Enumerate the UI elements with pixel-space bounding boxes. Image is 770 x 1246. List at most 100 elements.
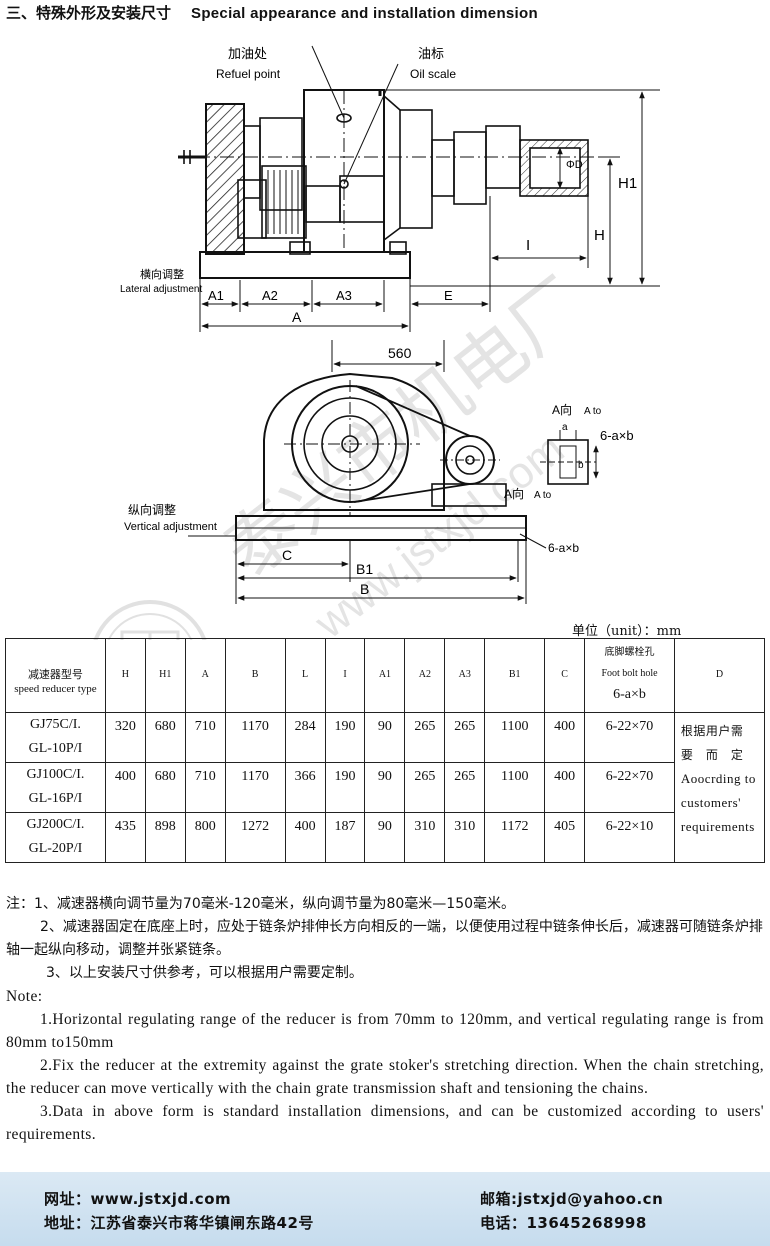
cell-b: 1170	[224, 712, 286, 763]
cell-a2: 265	[404, 712, 446, 763]
cell-type-line1: GJ200C/I.	[26, 817, 85, 832]
col-b1: B1	[484, 638, 546, 713]
note-zh-3: 3、以上安装尺寸供参考，可以根据用户需要定制。	[46, 965, 363, 981]
col-h1: H1	[144, 638, 186, 713]
heading-zh: 三、特殊外形及安装尺寸	[6, 4, 172, 22]
dimension-table: 减速器型号 speed reducer type H H1 A B L I A1…	[5, 638, 766, 863]
cell-bolt: 6-22×70	[584, 712, 675, 763]
watermark-seal-icon	[93, 600, 207, 640]
cell-c: 405	[544, 812, 586, 863]
cell-type-line2: GL-20P/I	[28, 841, 83, 856]
dim-h1: H1	[618, 175, 637, 192]
refuel-label-zh: 加油处	[228, 46, 267, 61]
cell-a2: 310	[404, 812, 446, 863]
col-bolt-en: Foot bolt hole	[601, 667, 658, 679]
cell-a3: 265	[444, 762, 486, 813]
col-type-en: speed reducer type	[14, 682, 97, 695]
cell-l: 284	[284, 712, 326, 763]
cell-h1: 680	[144, 712, 186, 763]
note-en-title: Note:	[6, 988, 43, 1005]
col-type-zh: 减速器型号	[27, 669, 83, 681]
cell-d-en1: Aoocrding to	[680, 771, 756, 786]
col-h: H	[104, 638, 146, 713]
table-row: GJ75C/I.GL-10P/I 320 680 710 1170 284 19…	[5, 712, 766, 863]
cell-i: 190	[324, 762, 366, 813]
col-bolt-zh: 底脚螺栓孔	[604, 647, 655, 659]
dim-b: B	[360, 581, 369, 597]
cell-type-line1: GJ100C/I.	[26, 767, 85, 782]
address-text: 地址：江苏省泰兴市蒋华镇闸东路42号	[44, 1214, 314, 1232]
dim-a1: A1	[208, 288, 224, 303]
heading-en: Special appearance and installation dime…	[191, 5, 538, 22]
email-link[interactable]: 邮箱:jstxjd@yahoo.cn	[480, 1190, 664, 1208]
col-b: B	[224, 638, 286, 713]
cell-a1: 90	[364, 712, 406, 763]
section-heading: 三、特殊外形及安装尺寸 Special appearance and instal…	[6, 2, 538, 23]
refuel-label-en: Refuel point	[216, 67, 281, 81]
cell-type: GJ75C/I. GL-10P/I	[5, 712, 106, 763]
cell-h1: 680	[144, 762, 186, 813]
cell-b: 1272	[224, 812, 286, 863]
cell-type: GJ200C/I. GL-20P/I	[5, 812, 106, 863]
view-a-bottom-en: A to	[534, 490, 552, 501]
cell-bolt: 6-22×10	[584, 812, 675, 863]
cell-type-line2: GL-10P/I	[28, 741, 83, 756]
cell-l: 366	[284, 762, 326, 813]
side-view-drawing	[235, 372, 599, 541]
detail-dim-b: b	[578, 460, 584, 471]
installation-drawing: 泰兴市机电厂 www.jstxjd.com	[93, 45, 660, 640]
dim-c: C	[282, 547, 292, 563]
cell-a: 710	[184, 762, 226, 813]
cell-b: 1170	[224, 762, 286, 813]
phone-text: 电话：13645268998	[480, 1214, 647, 1232]
notes-section: 注：1、减速器横向调节量为70毫米-120毫米，纵向调节量为80毫米—150毫米…	[6, 893, 764, 1146]
cell-a: 800	[184, 812, 226, 863]
side-dimension-lines	[188, 340, 547, 604]
note-en-2: 2.Fix the reducer at the extremity again…	[6, 1057, 764, 1097]
cell-i: 187	[324, 812, 366, 863]
vertical-adjust-label-en: Vertical adjustment	[124, 521, 217, 533]
dim-h: H	[594, 227, 605, 244]
dim-560: 560	[388, 345, 412, 361]
cell-d-en3: requirements	[680, 819, 755, 834]
dim-d: ΦD	[566, 159, 583, 171]
cell-d-en2: customers'	[680, 795, 741, 810]
top-dimension-lines	[199, 89, 660, 332]
view-a-top-en: A to	[584, 406, 602, 417]
cell-l: 400	[284, 812, 326, 863]
cell-b1: 1172	[484, 812, 546, 863]
oil-scale-label-zh: 油标	[418, 46, 444, 61]
col-a2: A2	[404, 638, 446, 713]
table-header-row: 减速器型号 speed reducer type H H1 A B L I A1…	[5, 638, 766, 713]
dim-b1: B1	[356, 561, 373, 577]
cell-d: 根据用户需 要 而 定 Aoocrding to customers' requ…	[673, 712, 766, 863]
view-a-bottom-zh: A向	[504, 486, 524, 501]
oil-scale-label-en: Oil scale	[410, 67, 456, 81]
col-c: C	[544, 638, 586, 713]
note-zh-1: 注：1、减速器横向调节量为70毫米-120毫米，纵向调节量为80毫米—150毫米…	[6, 896, 516, 912]
cell-i: 190	[324, 712, 366, 763]
cell-h1: 898	[144, 812, 186, 863]
cell-type: GJ100C/I. GL-16P/I	[5, 762, 106, 813]
col-a3: A3	[444, 638, 486, 713]
cell-type-line1: GJ75C/I.	[29, 717, 81, 732]
hole-label-bottom: 6-a×b	[548, 541, 579, 555]
cell-bolt: 6-22×70	[584, 762, 675, 813]
cell-type-line2: GL-16P/I	[28, 791, 83, 806]
note-en-1: 1.Horizontal regulating range of the red…	[6, 1011, 764, 1051]
col-l: L	[284, 638, 326, 713]
dim-i: I	[526, 237, 530, 254]
table-row: GJ200C/I. GL-20P/I 435 898 800 1272 400 1…	[5, 812, 765, 863]
col-i: I	[324, 638, 366, 713]
contact-footer: 网址：www.jstxjd.com 邮箱:jstxjd@yahoo.cn 地址：…	[0, 1172, 770, 1246]
cell-a3: 310	[444, 812, 486, 863]
top-view-drawing	[178, 45, 600, 279]
cell-h: 435	[104, 812, 146, 863]
dim-a2: A2	[262, 288, 278, 303]
note-zh-2: 2、减速器固定在底座上时，应处于链条炉排伸长方向相反的一端，以便使用过程中链条伸…	[6, 919, 763, 958]
hole-label-top: 6-a×b	[600, 428, 634, 443]
cell-a2: 265	[404, 762, 446, 813]
dim-e: E	[444, 288, 453, 303]
website-link[interactable]: 网址：www.jstxjd.com	[44, 1190, 232, 1208]
cell-d-zh2: 要 而 定	[680, 748, 744, 762]
